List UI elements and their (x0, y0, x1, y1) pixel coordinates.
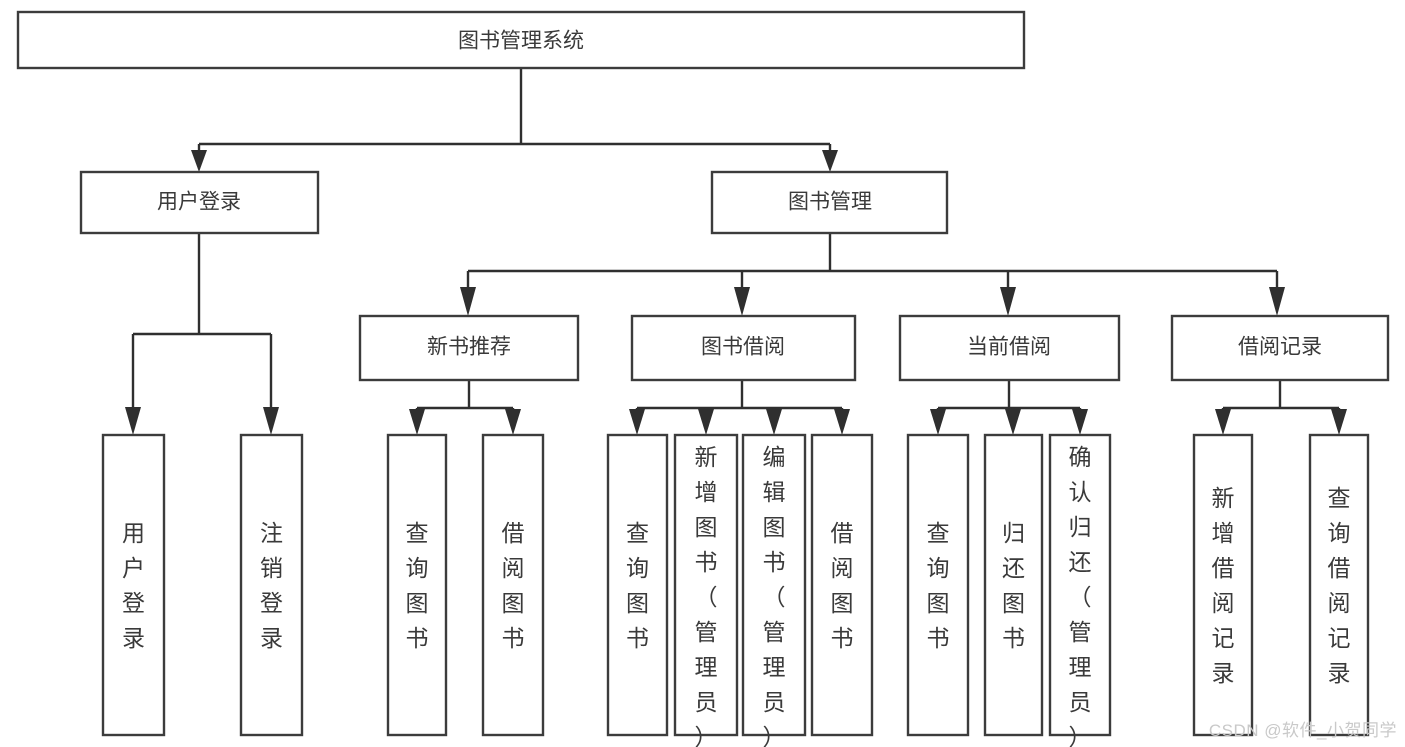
csdn-watermark: CSDN @软件_小贺同学 (1208, 721, 1397, 740)
node-user-login-box[interactable] (79, 170, 320, 235)
node-user-login[interactable]: 用户登录 (79, 170, 320, 235)
node-current-borrow[interactable]: 当前借阅 (898, 314, 1121, 382)
leaf-box-leaf-13[interactable] (1308, 433, 1370, 737)
leaf-node-leaf-9[interactable]: 查询图书 (906, 433, 970, 737)
leaf-box-leaf-1[interactable] (101, 433, 166, 737)
leaf-node-leaf-5[interactable]: 查询图书 (606, 433, 669, 737)
arrow-leaf-3 (409, 409, 425, 435)
node-book-manage-box[interactable] (710, 170, 949, 235)
node-new-book-recommend-label: 新书推荐 (427, 336, 511, 359)
leaf-box-leaf-4[interactable] (481, 433, 545, 737)
arrow-leaf-8 (834, 409, 850, 435)
arrow-leaf-4 (505, 409, 521, 435)
leaf-node-leaf-4[interactable]: 借阅图书 (481, 433, 545, 737)
arrow-new-book-recommend (460, 287, 476, 316)
connector-layer (125, 68, 1347, 435)
leaf-box-leaf-7[interactable] (741, 433, 807, 737)
leaf-box-leaf-9[interactable] (906, 433, 970, 737)
leaf-label-leaf-5: 查询图书 (626, 520, 649, 651)
leaf-node-leaf-6[interactable]: 新增图书（管理员） (673, 433, 739, 747)
leaf-box-leaf-2[interactable] (239, 433, 304, 737)
leaf-node-leaf-10[interactable]: 归还图书 (983, 433, 1044, 737)
leaf-label-leaf-12: 新增借阅记录 (1212, 485, 1235, 686)
leaf-node-leaf-1[interactable]: 用户登录 (101, 433, 166, 737)
node-new-book-recommend[interactable]: 新书推荐 (358, 314, 580, 382)
leaf-box-leaf-5[interactable] (606, 433, 669, 737)
node-borrow-record[interactable]: 借阅记录 (1170, 314, 1390, 382)
arrow-leaf-10 (1005, 409, 1021, 435)
node-current-borrow-box[interactable] (898, 314, 1121, 382)
node-book-manage-label: 图书管理 (788, 191, 872, 214)
arrow-book-borrow (734, 287, 750, 316)
node-new-book-recommend-box[interactable] (358, 314, 580, 382)
leaf-node-leaf-2[interactable]: 注销登录 (239, 433, 304, 737)
arrow-leaf-2 (263, 407, 279, 435)
arrow-user-login (191, 150, 207, 172)
node-book-borrow-label: 图书借阅 (701, 336, 785, 359)
leaf-label-leaf-9: 查询图书 (927, 520, 950, 651)
node-borrow-record-label: 借阅记录 (1238, 336, 1322, 359)
leaf-node-leaf-3[interactable]: 查询图书 (386, 433, 448, 737)
arrow-leaf-9 (930, 409, 946, 435)
arrow-leaf-1 (125, 407, 141, 435)
arrow-leaf-13 (1331, 409, 1347, 435)
arrow-leaf-11 (1072, 409, 1088, 435)
arrow-book-manage (822, 150, 838, 172)
leaf-layer: 用户登录 注销登录 查询图书 借阅图书 查询图书 新增图书（管理员） 编辑图书（管理员） 借阅… (101, 433, 1370, 747)
leaf-label-leaf-3: 查询图书 (406, 520, 429, 651)
leaf-label-leaf-10: 归还图书 (1002, 520, 1025, 651)
leaf-box-leaf-3[interactable] (386, 433, 448, 737)
arrow-leaf-6 (698, 409, 714, 435)
leaf-node-leaf-7[interactable]: 编辑图书（管理员） (741, 433, 807, 747)
leaf-label-leaf-7: 编辑图书（管理员） (763, 444, 786, 747)
node-root[interactable]: 图书管理系统 (16, 10, 1026, 70)
arrow-leaf-5 (629, 409, 645, 435)
leaf-label-leaf-2: 注销登录 (260, 520, 283, 651)
leaf-box-leaf-12[interactable] (1192, 433, 1254, 737)
leaf-box-leaf-6[interactable] (673, 433, 739, 737)
leaf-label-leaf-1: 用户登录 (122, 520, 145, 651)
node-root-label: 图书管理系统 (458, 30, 584, 53)
arrow-leaf-7 (766, 409, 782, 435)
leaf-node-leaf-13[interactable]: 查询借阅记录 (1308, 433, 1370, 737)
leaf-box-leaf-8[interactable] (810, 433, 874, 737)
leaf-node-leaf-8[interactable]: 借阅图书 (810, 433, 874, 737)
leaf-label-leaf-6: 新增图书（管理员） (695, 444, 718, 747)
leaf-label-leaf-8: 借阅图书 (831, 520, 854, 651)
node-current-borrow-label: 当前借阅 (967, 336, 1051, 359)
leaf-label-leaf-4: 借阅图书 (502, 520, 525, 651)
leaf-node-leaf-12[interactable]: 新增借阅记录 (1192, 433, 1254, 737)
node-borrow-record-box[interactable] (1170, 314, 1390, 382)
arrow-leaf-12 (1215, 409, 1231, 435)
leaf-label-leaf-11: 确认归还（管理员） (1069, 444, 1092, 747)
node-user-login-label: 用户登录 (157, 191, 241, 214)
arrow-current-borrow (1000, 287, 1016, 316)
node-root-box[interactable] (16, 10, 1026, 70)
leaf-label-leaf-13: 查询借阅记录 (1328, 485, 1351, 686)
leaf-box-leaf-10[interactable] (983, 433, 1044, 737)
node-book-borrow-box[interactable] (630, 314, 857, 382)
leaf-box-leaf-11[interactable] (1048, 433, 1112, 737)
arrow-borrow-record (1269, 287, 1285, 316)
node-book-borrow[interactable]: 图书借阅 (630, 314, 857, 382)
node-book-manage[interactable]: 图书管理 (710, 170, 949, 235)
leaf-node-leaf-11[interactable]: 确认归还（管理员） (1048, 433, 1112, 747)
